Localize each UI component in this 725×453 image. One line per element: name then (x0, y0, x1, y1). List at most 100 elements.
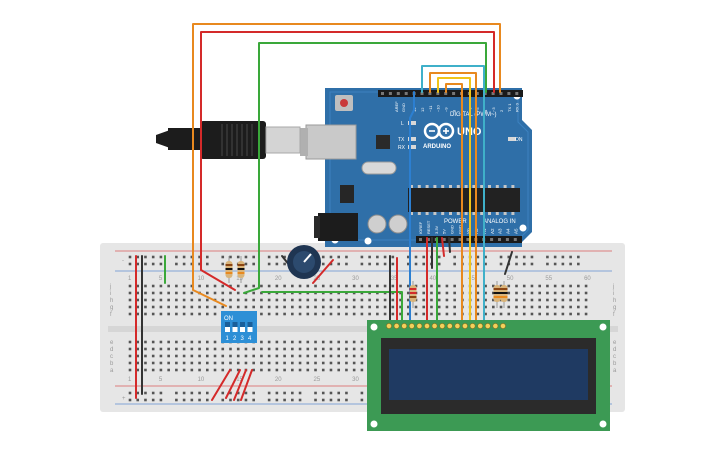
lcd-16x2 (367, 320, 610, 431)
breadboard-hole (399, 305, 402, 309)
usb-cable-strain-relief (168, 128, 202, 150)
breadboard-hole (337, 354, 341, 358)
rail-hole (577, 262, 580, 266)
breadboard-hole (260, 291, 263, 295)
lcd-pin (424, 323, 430, 329)
analog-pin-label: A3 (498, 228, 503, 234)
breadboard-hole (321, 340, 325, 344)
breadboard-hole (190, 298, 194, 302)
ic-pin (480, 212, 484, 215)
row-letter-left: h (110, 298, 113, 304)
breadboard-hole (182, 368, 186, 372)
breadboard-hole (306, 312, 310, 316)
rail-hole (337, 255, 341, 259)
header-pin (491, 92, 495, 95)
digital-label: DIGITAL (PWM~) (450, 112, 497, 118)
breadboard-hole (360, 305, 364, 309)
column-number-top: 60 (584, 276, 591, 282)
rail-hole (252, 398, 255, 402)
breadboard-hole (128, 284, 132, 288)
reset-button-cap[interactable] (340, 99, 348, 107)
breadboard-hole (252, 298, 255, 302)
breadboard-hole (206, 368, 209, 372)
breadboard-hole (291, 298, 294, 302)
breadboard-hole (244, 284, 248, 288)
breadboard-hole (507, 305, 511, 309)
breadboard-hole (144, 298, 147, 302)
ic-pin (449, 212, 452, 215)
ic-pin (503, 212, 507, 215)
breadboard-hole (198, 347, 201, 351)
power-pin-label: 3.3V (434, 225, 439, 234)
led-rx (408, 145, 416, 149)
rail-hole (144, 398, 147, 402)
breadboard-hole (159, 298, 163, 302)
rail-hole (159, 398, 163, 402)
breadboard-hole (298, 312, 302, 316)
breadboard-hole (499, 305, 503, 309)
rail-hole (329, 398, 333, 402)
breadboard-hole (445, 312, 449, 316)
breadboard-hole (221, 291, 225, 295)
lcd-mounting-hole (599, 420, 607, 428)
dip-toggle-lever (225, 322, 230, 327)
power-label: POWER (444, 219, 467, 225)
breadboard-hole (175, 354, 178, 358)
breadboard-hole (167, 291, 170, 295)
breadboard-hole (291, 340, 294, 344)
breadboard-hole (244, 347, 248, 351)
rail-hole (569, 255, 572, 259)
row-letter-right: b (613, 361, 617, 367)
breadboard-hole (306, 354, 310, 358)
breadboard-hole (198, 368, 201, 372)
digital-pin-label: TX 1 (507, 103, 512, 112)
column-number-top: 20 (275, 276, 282, 282)
usb-plug-grip (221, 124, 253, 156)
breadboard-hole (182, 361, 186, 365)
breadboard-hole (329, 312, 333, 316)
breadboard-hole (507, 298, 511, 302)
breadboard-hole (337, 312, 341, 316)
rail-hole (484, 262, 487, 266)
breadboard-hole (484, 284, 487, 288)
breadboard-hole (538, 284, 541, 288)
breadboard-hole (337, 298, 341, 302)
breadboard-hole (530, 284, 534, 288)
row-letter-right: f (613, 312, 615, 318)
mounting-hole (519, 224, 527, 232)
breadboard-hole (453, 284, 456, 288)
breadboard-hole (136, 298, 140, 302)
breadboard-hole (136, 291, 140, 295)
column-number-top: 35 (391, 276, 398, 282)
rail-hole (345, 391, 348, 395)
breadboard-hole (182, 340, 186, 344)
wire-green-pot (261, 291, 403, 323)
breadboard-hole (252, 347, 255, 351)
breadboard-hole (584, 291, 588, 295)
breadboard-hole (360, 340, 364, 344)
breadboard-hole (236, 284, 240, 288)
row-letter-right: g (613, 305, 616, 311)
ic-pin (410, 185, 413, 188)
ic-pin (449, 185, 452, 188)
column-number-top: 30 (352, 276, 359, 282)
breadboard-hole (151, 312, 155, 316)
breadboard-hole (260, 305, 263, 309)
breadboard-hole (368, 312, 371, 316)
wire-red-switch-2 (225, 369, 241, 399)
breadboard-hole (298, 305, 302, 309)
breadboard-hole (198, 298, 201, 302)
breadboard-hole (252, 361, 255, 365)
potentiometer[interactable] (287, 245, 321, 279)
breadboard-hole (136, 354, 140, 358)
ic-pin (417, 185, 421, 188)
rail-hole (144, 255, 147, 259)
breadboard-hole (159, 347, 163, 351)
breadboard-hole (430, 291, 433, 295)
mounting-hole (364, 237, 372, 245)
wire-yellow-d9 (437, 77, 471, 323)
breadboard-hole (484, 305, 487, 309)
digital-pin-label: RX 0 (515, 102, 520, 112)
breadboard-hole (283, 340, 286, 344)
